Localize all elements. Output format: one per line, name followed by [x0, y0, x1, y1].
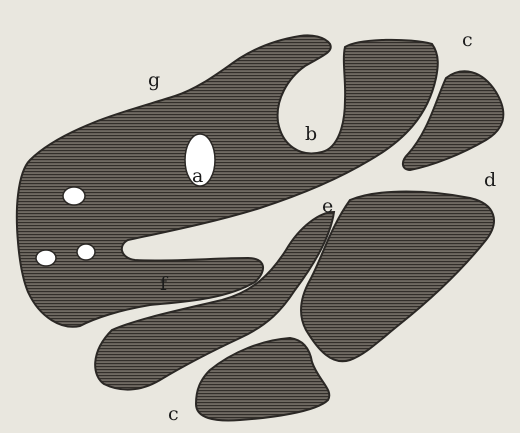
- label-e: e: [322, 195, 333, 217]
- label-c-bottom: c: [168, 403, 179, 425]
- label-a: a: [192, 165, 203, 187]
- hole-left-2: [77, 244, 95, 260]
- label-c-top: c: [462, 29, 473, 51]
- label-b: b: [305, 123, 317, 145]
- hole-left-3: [36, 250, 56, 266]
- label-d: d: [484, 169, 496, 191]
- hole-left-1: [63, 187, 85, 205]
- label-g: g: [148, 69, 160, 91]
